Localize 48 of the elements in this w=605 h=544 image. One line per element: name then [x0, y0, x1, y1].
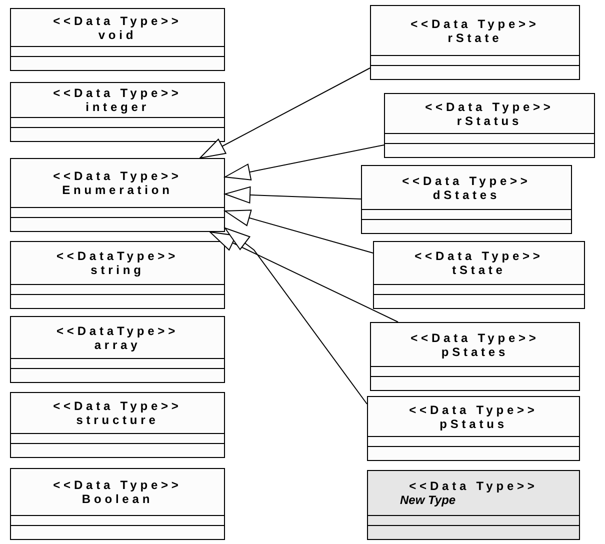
stereotype-label: <<Data Type>>	[401, 174, 532, 188]
class-box	[10, 392, 225, 458]
class-box	[367, 470, 580, 540]
class-box	[361, 165, 572, 234]
generalization-arrow	[200, 68, 370, 158]
generalization-arrow	[224, 186, 362, 204]
stereotype-label: <<Data Type>>	[414, 249, 544, 263]
class-box	[10, 158, 225, 232]
class-name: New Type	[399, 493, 457, 507]
class-name: Boolean	[80, 492, 154, 506]
stereotype-label: <<Data Type>>	[52, 169, 183, 183]
class-name: array	[93, 338, 142, 352]
class-box	[10, 241, 225, 309]
class-box	[10, 468, 225, 540]
class-name: rStatus	[456, 114, 524, 128]
generalization-arrow	[210, 232, 398, 322]
class-name: void	[97, 28, 138, 42]
class-name: integer	[84, 100, 150, 114]
class-box	[10, 316, 225, 383]
class-name: rState	[446, 30, 504, 44]
stereotype-label: <<Data Type>>	[52, 86, 183, 100]
stereotype-label: <<Data Type>>	[52, 399, 183, 413]
class-box	[370, 322, 580, 391]
class-name: tState	[451, 263, 507, 277]
stereotype-label: <<DataType>>	[56, 324, 180, 338]
stereotype-label: <<Data Type>>	[408, 479, 539, 493]
stereotype-label: <<Data Type>>	[424, 100, 555, 114]
class-box	[384, 93, 595, 158]
class-name: string	[90, 263, 146, 277]
class-box	[10, 8, 225, 71]
stereotype-label: <<Data Type>>	[410, 330, 540, 344]
stereotype-label: <<Data Type>>	[52, 14, 183, 28]
class-name: pStatus	[438, 416, 508, 430]
class-name: structure	[75, 413, 160, 427]
generalization-arrow	[224, 144, 384, 180]
class-name: dStates	[432, 188, 502, 202]
generalization-arrow	[224, 210, 374, 254]
stereotype-label: <<Data Type>>	[408, 402, 539, 416]
generalization-arrow	[224, 228, 368, 404]
class-box	[10, 82, 225, 142]
class-box	[370, 5, 580, 80]
class-box	[367, 396, 580, 461]
class-name: Enumeration	[61, 183, 174, 197]
stereotype-label: <<Data Type>>	[410, 16, 540, 30]
class-name: pStates	[440, 344, 510, 358]
stereotype-label: <<Data Type>>	[52, 478, 183, 492]
stereotype-label: <<DataType>>	[56, 249, 180, 263]
class-box	[373, 241, 585, 309]
